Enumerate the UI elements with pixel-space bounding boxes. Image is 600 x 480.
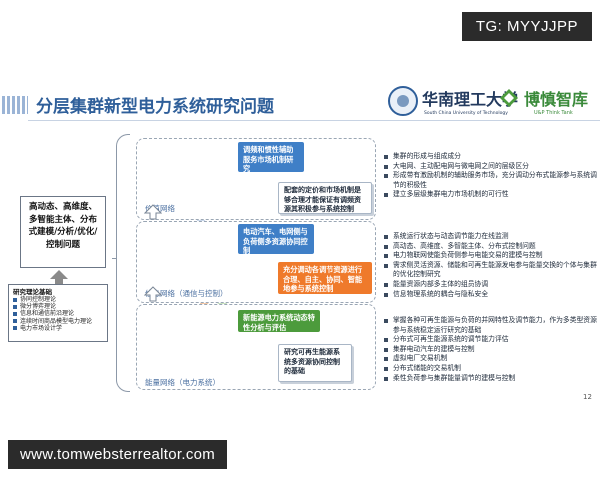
header-divider bbox=[28, 120, 600, 121]
theory-item: 微分博弈理论 bbox=[13, 303, 103, 310]
core-problem-text: 高动态、高维度、多智能主体、分布式建模/分析/优化/控制问题 bbox=[28, 202, 98, 250]
page-number: 12 bbox=[583, 393, 592, 401]
think-tank-name-en: U&P Think Tank bbox=[534, 110, 573, 116]
theory-item: 连续时间商品模型电力理论 bbox=[13, 318, 103, 325]
bullet-item: 能量资源内部多主体的组员协调 bbox=[384, 280, 598, 290]
bullet-item: 信息物理系统的耦合与隐私安全 bbox=[384, 290, 598, 300]
bullet-item: 需求侧灵活资源、储能和可再生能源发电参与能量交换的个体与集群的优化控制研究 bbox=[384, 261, 598, 280]
energy-bottom-box: 研究可再生能源系统多资源协同控制的基础 bbox=[278, 344, 352, 382]
theory-basis-box: 研究理论基础 协同控制理论 微分博弈理论 信息和通信前沿理论 连续时间商品模型电… bbox=[8, 284, 108, 342]
value-top-box: 调频和惯性辅助服务市场机制研究 bbox=[238, 142, 304, 173]
energy-network-label: 能量网络（电力系统） bbox=[145, 378, 220, 387]
bullet-item: 分布式储能的交易机制 bbox=[384, 364, 598, 374]
bullet-item: 掌握各种可再生能源与负荷的并网特性及调节能力，作为多类型资源参与系统稳定运行研究… bbox=[384, 316, 598, 335]
value-bottom-box: 配套的定价和市场机制是够合理才能保证有调频资源其积极参与系统控制 bbox=[278, 182, 372, 214]
layer-up-arrow-icon bbox=[144, 286, 162, 302]
think-tank-name-cn: 博慎智库 bbox=[524, 90, 589, 109]
bullet-item: 建立多层级集群电力市场机制的可行性 bbox=[384, 190, 598, 200]
theory-item: 信息和通信前沿理论 bbox=[13, 310, 103, 317]
energy-bullet-list: 掌握各种可再生能源与负荷的并网特性及调节能力，作为多类型资源参与系统稳定运行研究… bbox=[384, 316, 598, 383]
watermark-url-label: www.tomwebsterrealtor.com bbox=[8, 440, 228, 469]
bullet-item: 集群电动汽车的建模与控制 bbox=[384, 345, 598, 355]
layer-up-arrow-icon bbox=[144, 204, 162, 220]
bullet-item: 系统运行状态与动态调节能力在线监测 bbox=[384, 232, 598, 242]
core-problem-box: 高动态、高维度、多智能主体、分布式建模/分析/优化/控制问题 bbox=[20, 196, 106, 268]
info-network-label: 信息网络（通信与控制） bbox=[145, 289, 228, 298]
theory-item: 电力市场设计学 bbox=[13, 325, 103, 332]
info-bullet-list: 系统运行状态与动态调节能力在线监测 高动态、高维度、多智能主体、分布式控制问题 … bbox=[384, 232, 598, 299]
theory-list: 协同控制理论 微分博弈理论 信息和通信前沿理论 连续时间商品模型电力理论 电力市… bbox=[13, 296, 103, 332]
bullet-item: 柔性负荷参与集群能量调节的建模与控制 bbox=[384, 374, 598, 384]
watermark-tg-label: TG: MYYJJPP bbox=[461, 12, 592, 41]
theory-title: 研究理论基础 bbox=[13, 288, 52, 296]
think-tank-leaf-icon bbox=[500, 89, 518, 107]
up-arrow-stem bbox=[55, 278, 63, 284]
bullet-item: 大电网、主动配电网与微电网之间的层级区分 bbox=[384, 162, 598, 172]
university-name-en: South China University of Technology bbox=[424, 111, 508, 116]
energy-top-box: 新能源电力系统动态特性分析与评估 bbox=[238, 310, 320, 332]
up-arrow-icon bbox=[50, 270, 68, 279]
theory-item: 协同控制理论 bbox=[13, 296, 103, 303]
title-stripe-decoration bbox=[2, 96, 28, 114]
info-bottom-box: 充分调动各调节资源进行合理、自主、协同、智能地参与系统控制 bbox=[278, 262, 372, 294]
bullet-item: 分布式可再生能源系统的调节能力评估 bbox=[384, 335, 598, 345]
value-bullet-list: 集群的形成与组成成分 大电网、主动配电网与微电网之间的层级区分 形成带有激励机制… bbox=[384, 152, 598, 200]
bullet-item: 虚拟电厂交易机制 bbox=[384, 354, 598, 364]
info-top-box: 电动汽车、电网侧与负荷侧多资源协同控制 bbox=[238, 224, 314, 255]
bracket-pointer bbox=[112, 258, 117, 259]
layers-bracket bbox=[116, 134, 130, 392]
university-seal-icon bbox=[388, 86, 418, 116]
slide-title: 分层集群新型电力系统研究问题 bbox=[36, 97, 274, 117]
university-name-cn: 华南理工大学 bbox=[422, 90, 519, 109]
bullet-item: 形成带有激励机制的辅助服务市场，充分调动分布式能源参与系统调节的积极性 bbox=[384, 171, 598, 190]
slide-header: 分层集群新型电力系统研究问题 华南理工大学 South China Univer… bbox=[0, 82, 600, 128]
value-network-label: 价值网络 bbox=[145, 204, 175, 213]
bullet-item: 集群的形成与组成成分 bbox=[384, 152, 598, 162]
bullet-item: 电力物联网使能负荷侧参与电能交易的建模与控制 bbox=[384, 251, 598, 261]
bullet-item: 高动态、高维度、多智能主体、分布式控制问题 bbox=[384, 242, 598, 252]
